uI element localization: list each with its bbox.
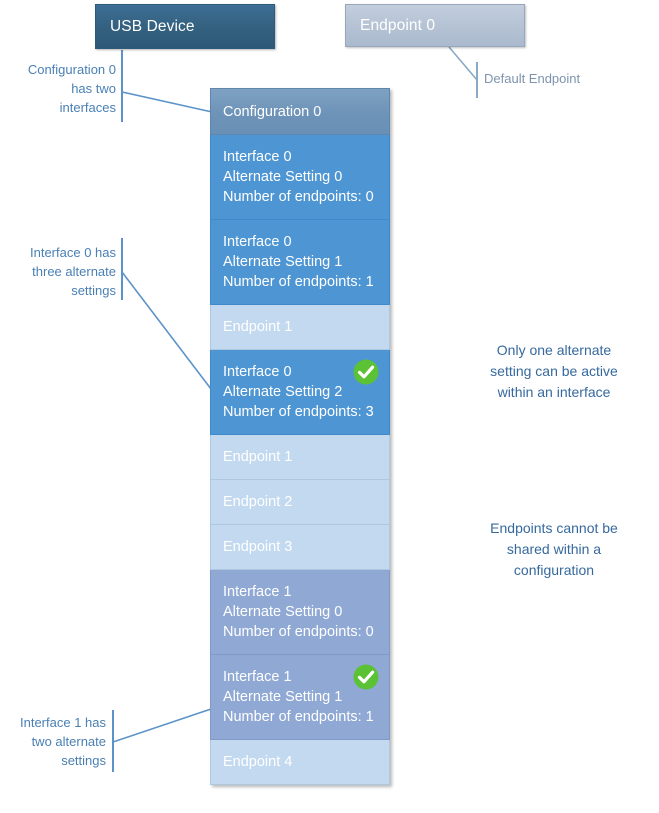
row-line-2: Alternate Setting 1 xyxy=(223,689,343,705)
annotation-interface-1: Interface 1 has two alternate settings xyxy=(0,713,106,770)
endpoint-row-label: Endpoint 1 xyxy=(223,449,293,465)
annotation-line: Configuration 0 xyxy=(27,62,116,77)
annotation-endpoints-not-shared: Endpoints cannot be shared within a conf… xyxy=(458,518,650,581)
row-line-3: Number of endpoints: 0 xyxy=(223,624,374,640)
endpoint-0-box[interactable]: Endpoint 0 xyxy=(345,4,525,47)
annotation-line: setting can be active xyxy=(490,363,618,379)
row-line-2: Alternate Setting 1 xyxy=(223,254,343,270)
configuration-row-label: Configuration 0 xyxy=(223,103,322,120)
annotation-line: shared within a xyxy=(506,541,602,557)
check-circle-icon xyxy=(353,664,379,690)
check-circle-icon xyxy=(353,359,379,385)
endpoint-row[interactable]: Endpoint 1 xyxy=(210,305,390,350)
configuration-stack: Configuration 0 Interface 0 Alternate Se… xyxy=(210,88,390,785)
usb-device-box[interactable]: USB Device xyxy=(95,4,275,49)
row-line-3: Number of endpoints: 0 xyxy=(223,189,374,205)
row-line-1: Interface 1 xyxy=(223,669,292,685)
endpoint-row-label: Endpoint 1 xyxy=(223,319,293,335)
row-line-1: Interface 0 xyxy=(223,149,292,165)
annotation-line: Interface 0 has xyxy=(30,245,116,260)
configuration-row[interactable]: Configuration 0 xyxy=(210,88,390,135)
endpoint-row[interactable]: Endpoint 4 xyxy=(210,740,390,785)
annotation-interface-0: Interface 0 has three alternate settings xyxy=(8,243,116,300)
usb-device-label: USB Device xyxy=(110,17,195,35)
annotation-line: has two xyxy=(71,81,116,96)
row-line-3: Number of endpoints: 1 xyxy=(223,709,374,725)
row-line-3: Number of endpoints: 3 xyxy=(223,404,374,420)
row-line-2: Alternate Setting 2 xyxy=(223,384,343,400)
row-line-1: Interface 0 xyxy=(223,364,292,380)
annotation-line: interfaces xyxy=(59,100,116,115)
endpoint-row[interactable]: Endpoint 2 xyxy=(210,480,390,525)
endpoint-row[interactable]: Endpoint 3 xyxy=(210,525,390,570)
interface-row[interactable]: Interface 1 Alternate Setting 0 Number o… xyxy=(210,570,390,655)
endpoint-row-label: Endpoint 2 xyxy=(223,494,293,510)
annotation-only-one-alternate-setting: Only one alternate setting can be active… xyxy=(458,340,650,403)
annotation-line: settings xyxy=(71,283,116,298)
annotation-line: Endpoints cannot be xyxy=(490,520,618,536)
annotation-line: settings xyxy=(61,753,106,768)
row-line-1: Interface 0 xyxy=(223,234,292,250)
endpoint-row[interactable]: Endpoint 1 xyxy=(210,435,390,480)
interface-row[interactable]: Interface 0 Alternate Setting 1 Number o… xyxy=(210,220,390,305)
row-line-1: Interface 1 xyxy=(223,584,292,600)
annotation-line: configuration xyxy=(513,562,595,578)
annotation-line: Only one alternate xyxy=(496,342,612,358)
annotation-line: within an interface xyxy=(497,384,611,400)
annotation-line: Interface 1 has xyxy=(20,715,106,730)
row-line-2: Alternate Setting 0 xyxy=(223,169,343,185)
row-line-2: Alternate Setting 0 xyxy=(223,604,343,620)
endpoint-0-label: Endpoint 0 xyxy=(360,16,436,34)
endpoint-row-label: Endpoint 4 xyxy=(223,754,293,770)
row-line-3: Number of endpoints: 1 xyxy=(223,274,374,290)
annotation-line: three alternate xyxy=(32,264,116,279)
annotation-line: Default Endpoint xyxy=(484,71,581,86)
interface-row[interactable]: Interface 0 Alternate Setting 2 Number o… xyxy=(210,350,390,435)
annotation-line: two alternate xyxy=(31,734,106,749)
interface-row[interactable]: Interface 1 Alternate Setting 1 Number o… xyxy=(210,655,390,740)
interface-row[interactable]: Interface 0 Alternate Setting 0 Number o… xyxy=(210,135,390,220)
annotation-default-endpoint: Default Endpoint xyxy=(484,69,634,88)
endpoint-row-label: Endpoint 3 xyxy=(223,539,293,555)
annotation-configuration: Configuration 0 has two interfaces xyxy=(8,60,116,117)
